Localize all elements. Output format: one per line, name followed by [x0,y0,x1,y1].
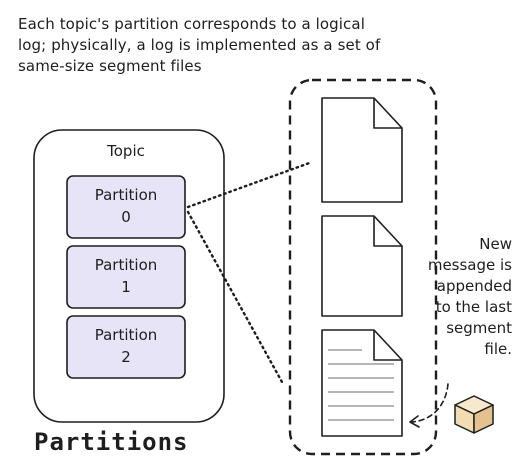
connector-top [186,160,314,209]
partition-label-1: Partition 1 [67,254,185,298]
note-line-2: message is [427,256,512,274]
note-line-3: appended [436,277,512,295]
partition-0-number: 0 [121,208,131,226]
caption-line-3: same-size segment files [18,57,202,75]
partition-1-number: 1 [121,278,131,296]
caption-line-2: log; physically, a log is implemented as… [18,36,381,54]
partition-2-number: 2 [121,348,131,366]
append-note: New message is appended to the last segm… [392,234,512,360]
log-container [288,78,438,456]
partition-box-0 [66,175,186,239]
note-line-4: to the last [435,298,512,316]
partition-label-0: Partition 0 [67,184,185,228]
partition-label-2: Partition 2 [67,324,185,368]
partition-2-name: Partition [94,326,158,344]
partition-0-name: Partition [94,186,158,204]
note-line-6: file. [484,340,512,358]
note-line-5: segment [446,319,512,337]
note-line-1: New [479,235,512,253]
partition-box-2 [66,315,186,379]
document-icon [321,97,403,203]
topic-label: Topic [107,142,145,160]
cube-icon [454,395,494,434]
partition-1-name: Partition [94,256,158,274]
document-icon [321,329,403,437]
diagram-title: Partitions [34,428,189,456]
append-arrow [409,383,449,428]
diagram-caption: Each topic's partition corresponds to a … [18,14,458,77]
partition-box-1 [66,245,186,309]
document-icon [321,215,403,317]
connector-bottom [186,210,284,384]
caption-line-1: Each topic's partition corresponds to a … [18,15,365,33]
